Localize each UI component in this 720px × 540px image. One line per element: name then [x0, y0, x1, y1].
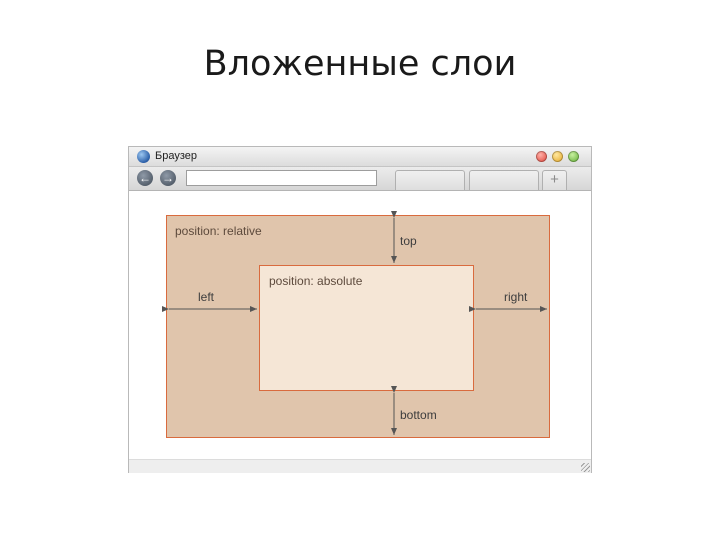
left-label: left	[198, 290, 215, 304]
tab-1[interactable]	[395, 170, 465, 190]
bottom-label: bottom	[400, 408, 437, 422]
minimize-window-icon[interactable]	[552, 151, 563, 162]
close-window-icon[interactable]	[536, 151, 547, 162]
top-label: top	[400, 234, 417, 248]
absolute-box	[259, 265, 474, 391]
new-tab-button[interactable]: +	[542, 170, 567, 190]
absolute-box-label: position: absolute	[269, 274, 363, 288]
right-label: right	[504, 290, 528, 304]
globe-icon	[137, 150, 150, 163]
back-arrow-icon[interactable]: ←	[137, 170, 153, 186]
zoom-window-icon[interactable]	[568, 151, 579, 162]
address-bar[interactable]	[186, 170, 377, 186]
title-bar[interactable]: Браузер	[129, 147, 591, 167]
window-title: Браузер	[155, 150, 197, 162]
tab-2[interactable]	[469, 170, 539, 190]
toolbar: ← → +	[129, 167, 591, 191]
status-bar	[129, 459, 591, 473]
forward-arrow-icon[interactable]: →	[160, 170, 176, 186]
slide-title: Вложенные слои	[203, 44, 517, 84]
relative-box-label: position: relative	[175, 224, 262, 238]
resize-grip-icon[interactable]	[581, 463, 590, 472]
